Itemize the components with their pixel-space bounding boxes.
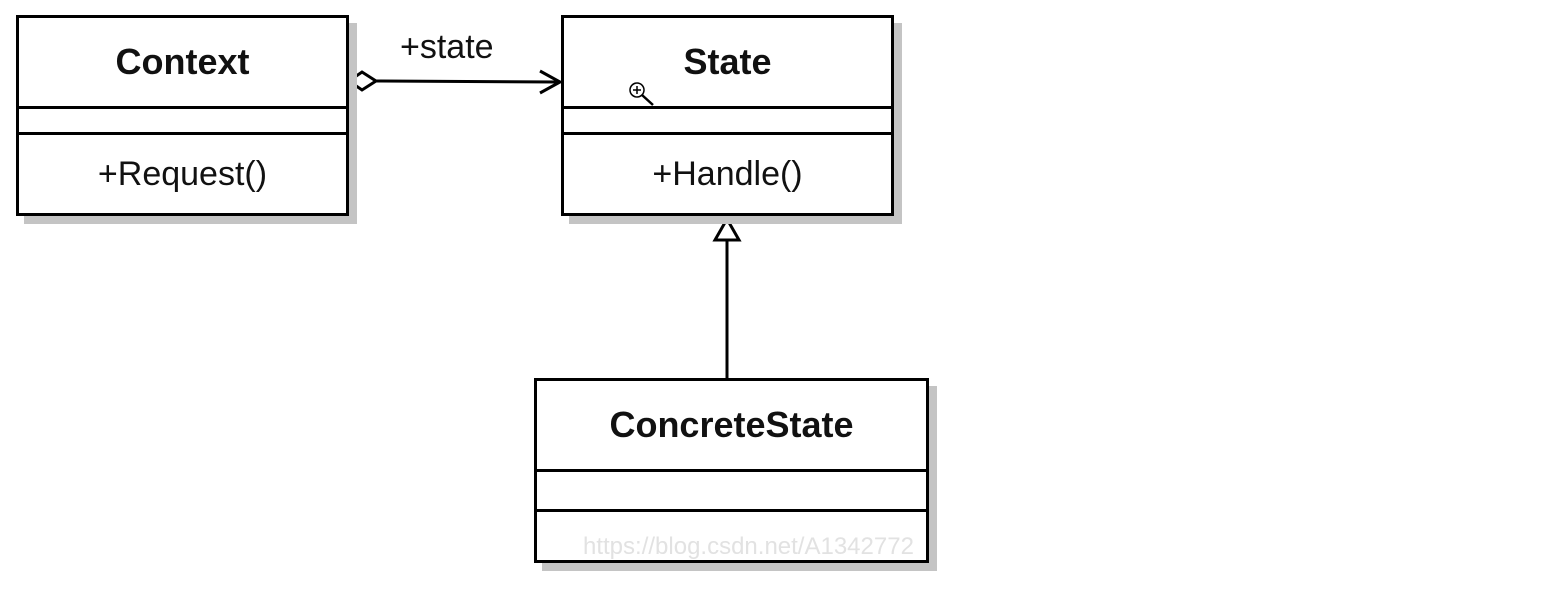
attributes-compartment [564,109,891,135]
navigable-arrowhead [539,69,564,95]
operations-compartment: +Request() [19,135,346,213]
class-state[interactable]: State +Handle() [561,15,894,216]
attributes-compartment [537,472,926,512]
class-concrete-state[interactable]: ConcreteState [534,378,929,563]
aggregation-diamond [346,70,379,92]
class-name: State [564,18,891,109]
operation-request: +Request() [97,154,268,193]
operation-handle: +Handle() [652,154,803,193]
class-context[interactable]: Context +Request() [16,15,349,216]
generalization-triangle [712,215,742,242]
operations-compartment: +Handle() [564,135,891,213]
attributes-compartment [19,109,346,135]
class-name: Context [19,18,346,109]
aggregation-connector [346,69,564,95]
association-label: +state [400,28,494,66]
zoom-in-cursor-icon [629,82,654,106]
watermark: https://blog.csdn.net/A1342772 [583,533,914,560]
class-name: ConcreteState [537,381,926,472]
generalization-connector [712,215,742,378]
